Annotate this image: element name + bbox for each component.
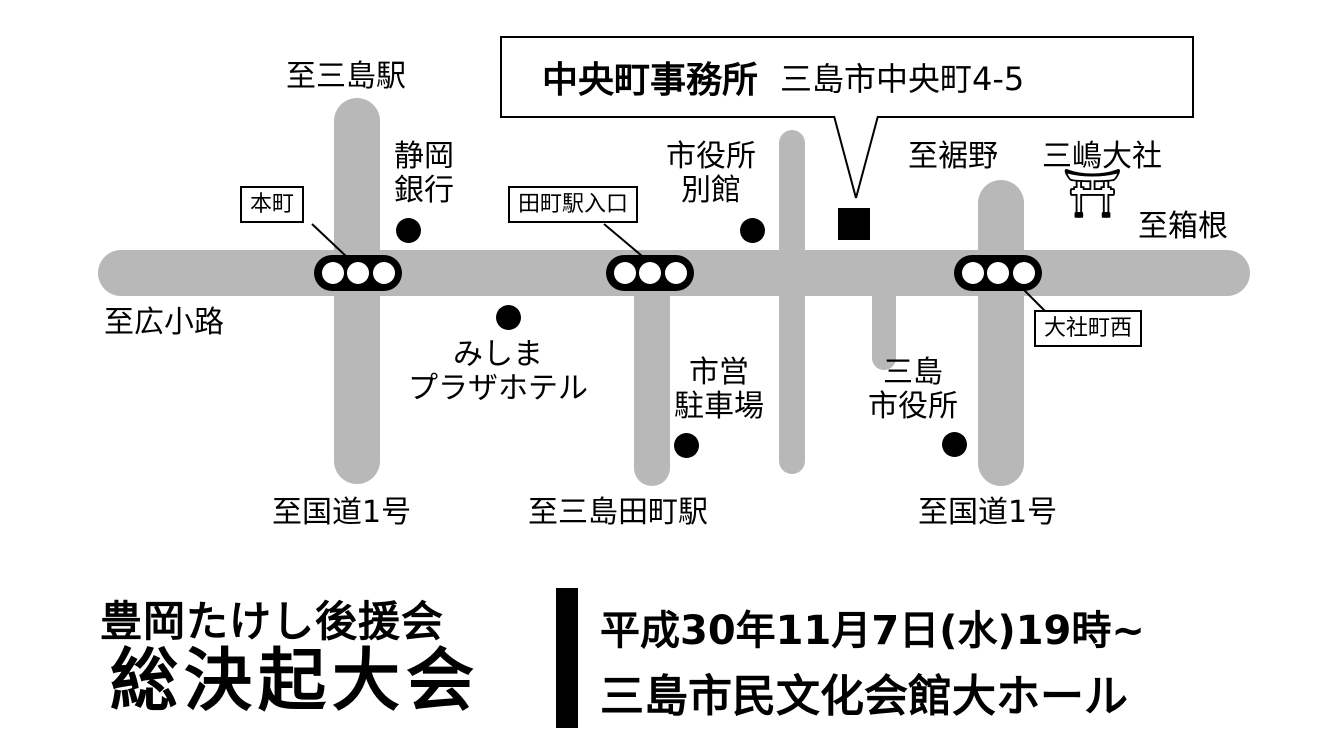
event-datetime: 平成30年11月7日(水)19時~ [600,608,1145,654]
dir-route1-left: 至国道1号 [272,495,412,530]
callout-pointer [833,114,879,199]
traffic-signal-honcho [314,255,402,291]
landmark-mishima-plaza: みしま プラザホテル [408,338,588,405]
bank-marker [396,218,421,243]
event-organizer: 豊岡たけし後援会 [100,597,445,646]
landmark-city-hall-line1: 三島 [883,355,943,390]
landmark-shizuoka-bank-line2: 銀行 [394,172,454,208]
plaza-marker [496,305,521,330]
office-address: 三島市中央町4-5 [780,60,1025,98]
intersection-tamachi-entrance: 田町駅入口 [508,186,639,224]
city-hall-marker [942,432,967,457]
dir-hakone: 至箱根 [1138,209,1228,244]
signal-lamp-icon [664,262,687,284]
signal-lamp-icon [321,262,344,284]
signal-lamp-icon [372,262,395,284]
landmark-shizuoka-bank-line1: 静岡 [394,139,454,174]
landmark-city-parking: 市営 駐車場 [674,356,764,423]
traffic-signal-taisha [954,255,1042,291]
landmark-shrine: 三嶋大社 [1042,139,1162,174]
intersection-taishacho-nishi: 大社町西 [1034,310,1143,348]
landmark-city-hall: 三島 市役所 [868,356,958,423]
signal-lamp-icon [613,262,636,284]
signal-lamp-icon [961,262,984,284]
landmark-mishima-plaza-line1: みしま [453,337,543,372]
event-name: 総決起大会 [110,642,481,721]
dir-susono: 至裾野 [908,139,998,174]
traffic-signal-tamachi [606,255,694,291]
landmark-city-parking-line1: 市営 [689,355,749,390]
event-venue: 三島市民文化会館大ホール [600,671,1128,722]
landmark-city-annex: 市役所 別館 [666,140,756,207]
landmark-city-annex-line2: 別館 [681,172,741,208]
road-short-stub [872,250,896,370]
intersection-honcho: 本町 [240,186,305,224]
signal-lamp-icon [1012,262,1035,284]
signal-lamp-icon [639,262,661,284]
dir-mishima-station: 至三島駅 [286,59,406,94]
office-marker [838,208,870,240]
dir-mishima-tamachi: 至三島田町駅 [528,495,708,530]
landmark-shizuoka-bank: 静岡 銀行 [394,140,454,207]
road-taisha-ns [978,180,1024,486]
annex-marker [740,218,765,243]
office-name: 中央町事務所 [542,60,759,101]
landmark-city-parking-line2: 駐車場 [674,388,764,424]
road-honcho-ns [334,98,380,484]
landmark-city-annex-line1: 市役所 [666,139,756,174]
torii-icon: ⛩ [1062,166,1123,222]
parking-marker [674,433,699,458]
dir-route1-right: 至国道1号 [918,495,1058,530]
divider-bar [556,588,578,728]
road-annex-ns [779,130,805,474]
signal-lamp-icon [987,262,1009,284]
landmark-city-hall-line2: 市役所 [868,388,958,424]
dir-hirokoji: 至広小路 [104,305,224,340]
landmark-mishima-plaza-line2: プラザホテル [408,370,588,406]
signal-lamp-icon [347,262,369,284]
